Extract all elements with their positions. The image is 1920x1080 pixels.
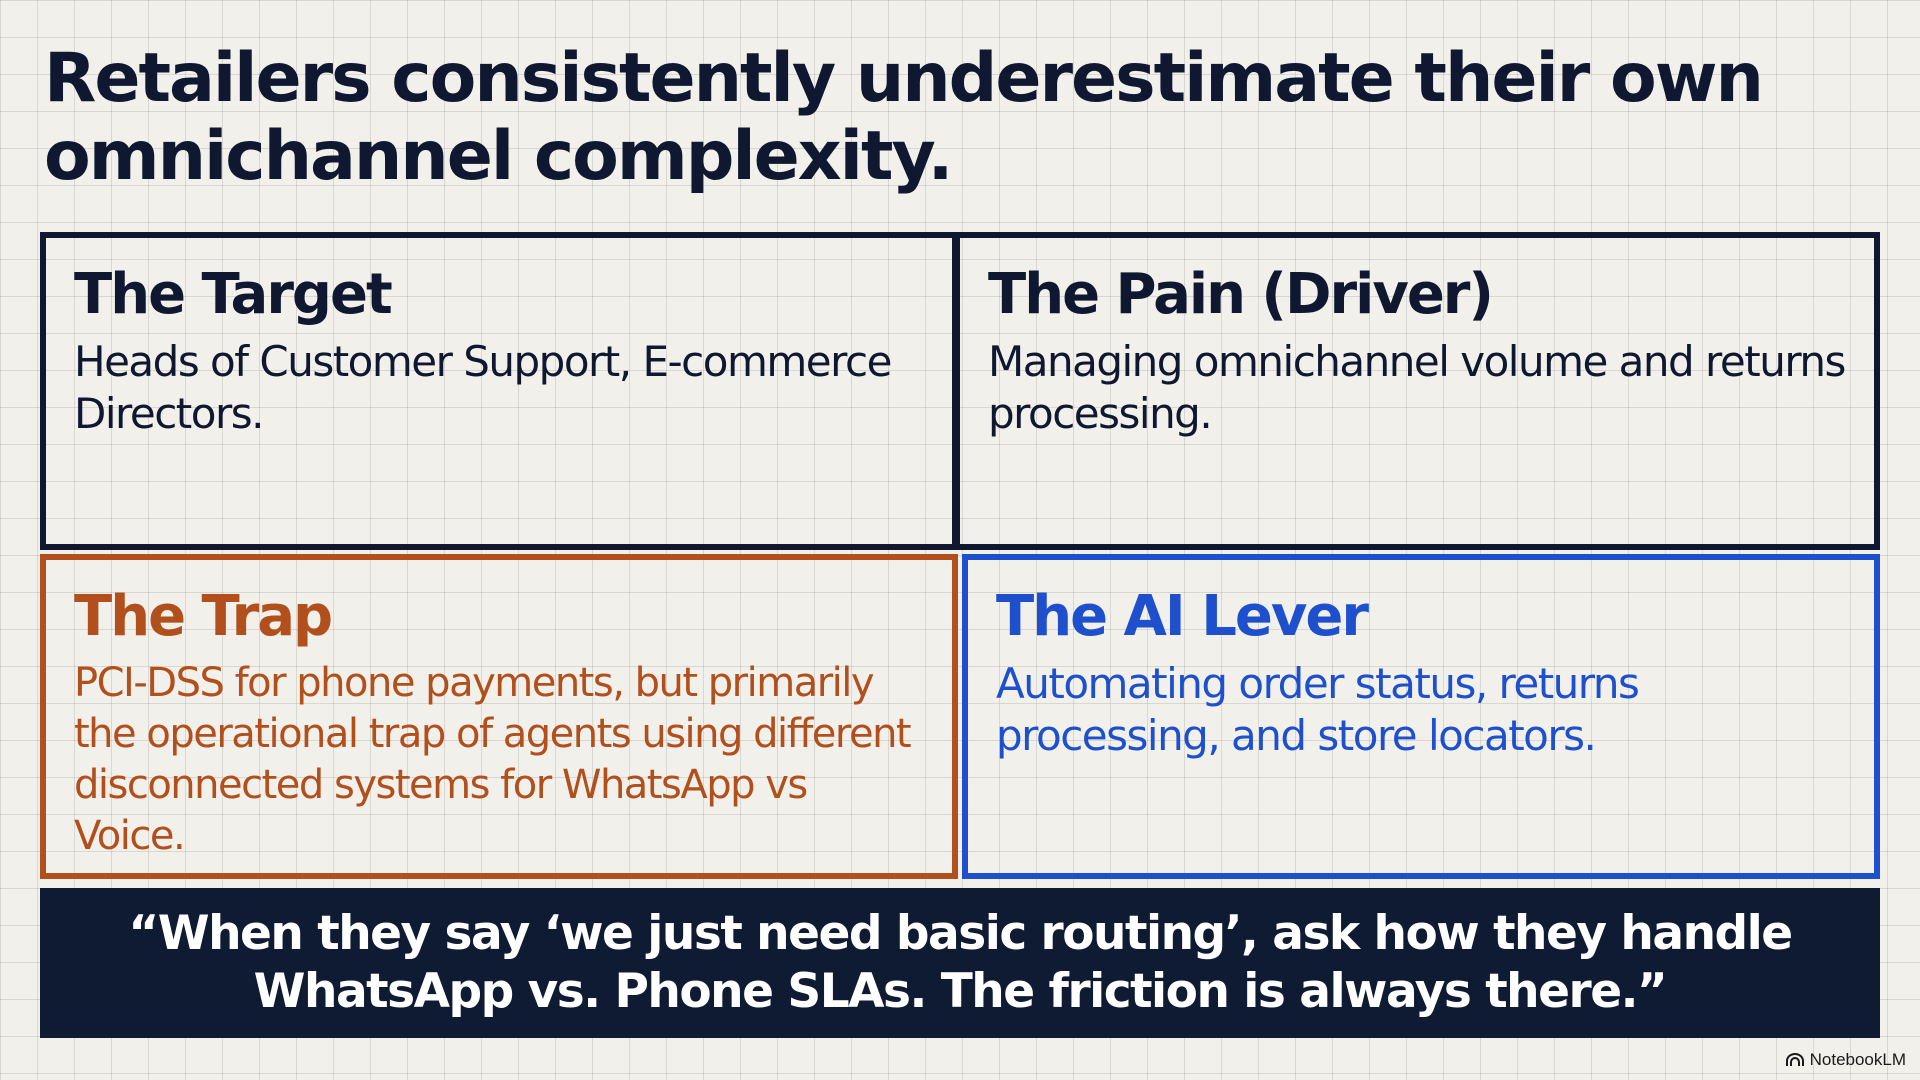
card-body-pain: Managing omnichannel volume and returns … [988,337,1846,438]
card-the-trap: The Trap PCI-DSS for phone payments, but… [40,554,958,879]
notebooklm-icon [1785,1053,1804,1067]
four-quadrant-grid: The Target Heads of Customer Support, E-… [40,232,1880,879]
card-heading-trap: The Trap [74,584,333,649]
card-heading-pain: The Pain (Driver) [988,262,1494,327]
card-the-ai-lever: The AI Lever Automating order status, re… [962,554,1880,879]
brand-label: NotebookLM [1809,1050,1906,1069]
card-body-trap: PCI-DSS for phone payments, but primaril… [74,660,912,859]
card-body-target: Heads of Customer Support, E-commerce Di… [74,337,892,438]
quote-text: “When they say ‘we just need basic routi… [128,906,1793,1019]
slide-title: Retailers consistently underestimate the… [44,39,1764,196]
card-heading-target: The Target [74,262,393,327]
brand-watermark: NotebookLM [1785,1050,1906,1070]
card-the-pain: The Pain (Driver) Managing omnichannel v… [954,232,1880,550]
card-body-ai-lever: Automating order status, returns process… [996,659,1640,760]
quote-banner: “When they say ‘we just need basic routi… [40,888,1880,1038]
card-the-target: The Target Heads of Customer Support, E-… [40,232,958,550]
card-heading-ai-lever: The AI Lever [996,584,1369,649]
